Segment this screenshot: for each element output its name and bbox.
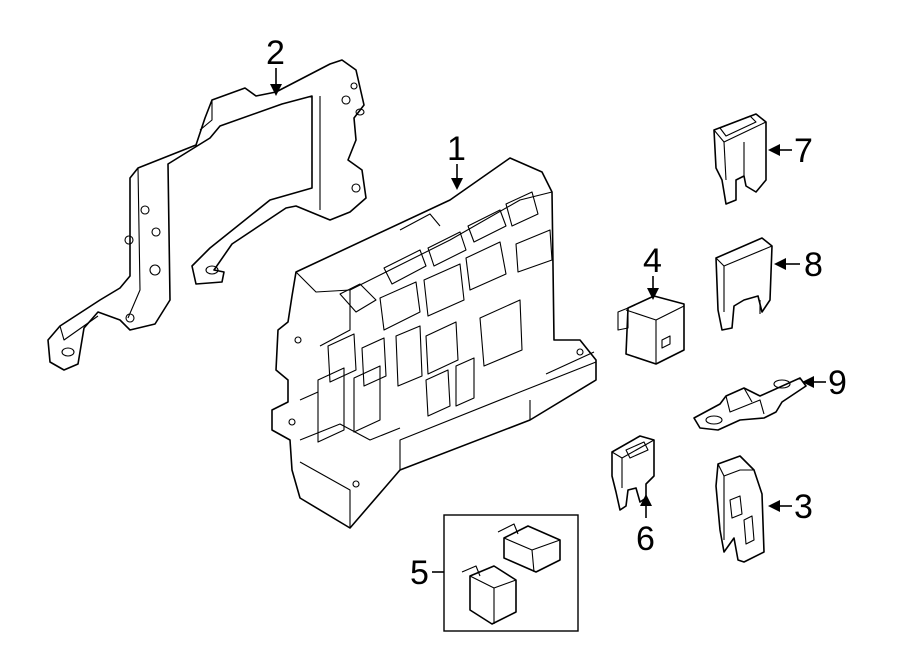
part-9-fuse	[693, 377, 807, 431]
part-5-relay-kit	[443, 514, 579, 632]
callout-4-label: 4	[643, 242, 662, 280]
callout-3-label: 3	[794, 488, 813, 526]
part-3-fuse-puller	[715, 455, 765, 563]
callout-8-label: 8	[804, 246, 823, 284]
part-1-fuse-box	[271, 157, 597, 529]
callout-6-label: 6	[636, 520, 655, 558]
callout-8: 8	[774, 246, 823, 284]
callout-6: 6	[636, 494, 655, 558]
callout-3: 3	[768, 488, 813, 526]
callout-2-label: 2	[266, 34, 285, 72]
callout-5: 5	[410, 554, 444, 592]
callout-4: 4	[643, 242, 662, 300]
callout-7: 7	[768, 132, 813, 170]
part-7-fuse	[713, 113, 767, 205]
callout-1: 1	[447, 130, 466, 190]
callout-9-label: 9	[828, 364, 847, 402]
callout-9: 9	[802, 364, 847, 402]
callout-2: 2	[266, 34, 285, 96]
part-8-fuse	[715, 237, 773, 331]
part-6-fuse	[611, 435, 655, 511]
callout-1-label: 1	[447, 130, 466, 168]
callout-5-label: 5	[410, 554, 429, 592]
callout-7-label: 7	[794, 132, 813, 170]
part-4-relay	[617, 295, 685, 365]
part-2-bracket	[47, 59, 367, 371]
